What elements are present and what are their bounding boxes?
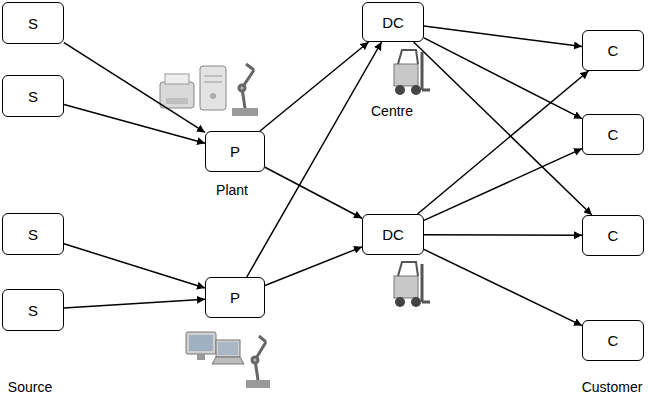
tier-label: Centre: [371, 103, 413, 119]
flow-arrow: [265, 167, 362, 218]
box-label: C: [608, 126, 619, 143]
tier-label: Plant: [216, 182, 248, 198]
forklift-icon: [394, 262, 430, 307]
box-label: S: [28, 15, 38, 32]
box-label: DC: [382, 226, 404, 243]
flow-arrow: [260, 42, 369, 131]
tier-label: Source: [8, 379, 52, 395]
robot-arm-icon: [246, 336, 270, 388]
flow-arrow: [424, 26, 582, 46]
process-box: S: [2, 2, 64, 44]
flow-arrow: [64, 43, 205, 133]
flow-arrow: [414, 42, 592, 215]
process-box: DC: [362, 2, 424, 42]
laptop-icon: [212, 340, 244, 364]
box-label: DC: [382, 14, 404, 31]
flow-arrow: [64, 105, 205, 144]
flow-arrow: [64, 244, 205, 288]
flow-arrow: [424, 234, 582, 236]
box-label: S: [28, 302, 38, 319]
process-box: DC: [362, 214, 424, 255]
process-box: C: [582, 114, 644, 155]
process-box: P: [205, 277, 265, 318]
tier-label: Customer: [582, 379, 643, 395]
flow-arrow: [424, 249, 582, 325]
flow-arrow: [265, 247, 362, 286]
forklift-icon: [394, 50, 430, 95]
box-label: P: [230, 289, 240, 306]
flow-arrow: [64, 299, 205, 308]
process-box: C: [582, 30, 644, 71]
robot-arm-icon: [232, 64, 258, 116]
process-box: S: [2, 213, 64, 255]
process-box: C: [582, 320, 644, 361]
flow-arrow: [424, 149, 582, 221]
box-label: S: [28, 88, 38, 105]
box-label: C: [608, 332, 619, 349]
box-label: S: [28, 226, 38, 243]
box-label: C: [608, 42, 619, 59]
flow-arrow: [418, 71, 589, 214]
process-box: C: [582, 215, 644, 256]
process-box: P: [205, 131, 265, 172]
process-box: S: [2, 289, 64, 331]
monitor-icon: [186, 332, 216, 360]
box-label: P: [230, 143, 240, 160]
process-box: S: [2, 75, 64, 117]
flow-arrow: [424, 38, 582, 119]
box-label: C: [608, 227, 619, 244]
server-icon: [200, 66, 226, 110]
printer-icon: [160, 74, 194, 108]
